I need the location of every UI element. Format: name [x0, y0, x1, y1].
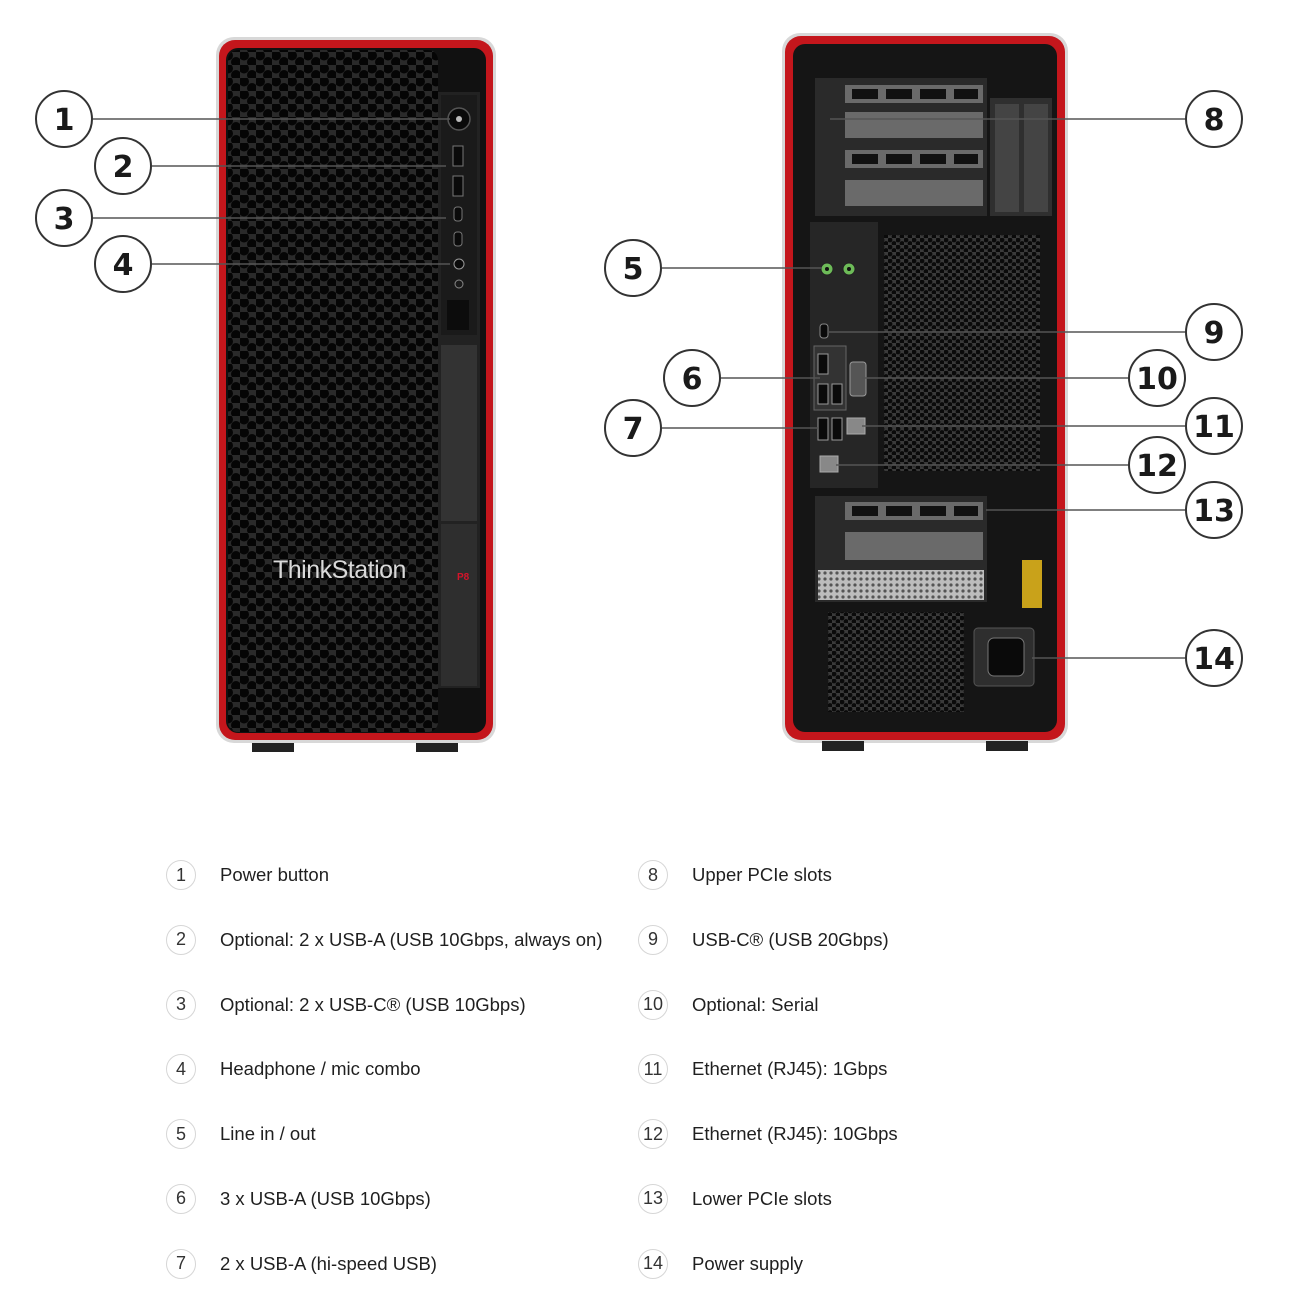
legend-item: 12 Ethernet (RJ45): 10Gbps — [638, 1119, 1158, 1184]
back-view — [782, 33, 1068, 751]
callout-12: 12 — [1128, 436, 1186, 494]
legend-item: 4 Headphone / mic combo — [166, 1054, 686, 1119]
callouts: 1 2 3 4 5 6 7 8 — [35, 90, 1243, 687]
callout-3: 3 — [35, 189, 93, 247]
legend-label: USB-C® (USB 20Gbps) — [692, 928, 889, 950]
back-usb-a-port — [817, 383, 829, 405]
callout-10: 10 — [1128, 349, 1186, 407]
legend-item: 1 Power button — [166, 860, 686, 925]
legend-label: Line in / out — [220, 1123, 316, 1145]
callout-label: 11 — [1193, 410, 1235, 445]
front-usb-a-port — [452, 175, 464, 197]
callout-label: 6 — [682, 362, 703, 397]
callout-label: 13 — [1193, 494, 1235, 529]
callout-label: 12 — [1136, 449, 1178, 484]
back-usb-a-port — [817, 353, 829, 375]
callout-8: 8 — [1185, 90, 1243, 148]
legend-item: 3 Optional: 2 x USB-C® (USB 10Gbps) — [166, 989, 686, 1055]
legend-number: 13 — [638, 1183, 668, 1214]
callout-13: 13 — [1185, 481, 1243, 539]
front-brand-text: ThinkStation — [273, 556, 406, 584]
callout-1: 1 — [35, 90, 93, 148]
front-usb-c-port — [453, 206, 463, 222]
callout-label: 2 — [113, 150, 134, 185]
diagram: ThinkStation P8 — [35, 33, 1243, 752]
callout-label: 5 — [623, 252, 644, 287]
legend-number: 6 — [166, 1183, 196, 1214]
front-usb-a-port — [452, 145, 464, 167]
legend-number: 3 — [166, 989, 196, 1020]
back-usb-a-port — [831, 417, 843, 441]
legend-number: 12 — [638, 1119, 668, 1150]
legend-number: 8 — [638, 860, 668, 890]
back-vent — [884, 235, 1040, 471]
legend-item: 9 USB-C® (USB 20Gbps) — [638, 924, 1158, 990]
callout-label: 10 — [1136, 362, 1178, 397]
front-grille — [228, 50, 438, 732]
callout-4: 4 — [94, 235, 152, 293]
legend-item: 7 2 x USB-A (hi-speed USB) — [166, 1248, 686, 1314]
legend-item: 10 Optional: Serial — [638, 989, 1158, 1055]
legend-number: 9 — [638, 924, 668, 955]
legend-item: 5 Line in / out — [166, 1119, 686, 1184]
legend-number: 14 — [638, 1248, 668, 1279]
legend-label: 2 x USB-A (hi-speed USB) — [220, 1252, 437, 1274]
legend-label: Headphone / mic combo — [220, 1058, 421, 1080]
legend-number: 11 — [638, 1054, 668, 1085]
callout-9: 9 — [1185, 303, 1243, 361]
legend-number: 1 — [166, 860, 196, 890]
callout-5: 5 — [604, 239, 662, 297]
legend-item: 14 Power supply — [638, 1248, 1158, 1314]
callout-label: 8 — [1204, 103, 1225, 138]
callout-7: 7 — [604, 399, 662, 457]
back-usb-c-port — [819, 323, 829, 339]
legend-label: Ethernet (RJ45): 10Gbps — [692, 1123, 898, 1145]
back-usb-a-port — [817, 417, 829, 441]
legend-number: 7 — [166, 1248, 196, 1279]
front-usb-c-port — [453, 231, 463, 247]
legend-label: Upper PCIe slots — [692, 864, 832, 885]
back-ethernet-10g — [819, 455, 839, 473]
legend-label: Lower PCIe slots — [692, 1187, 832, 1209]
legend-label: Optional: 2 x USB-A (USB 10Gbps, always … — [220, 928, 603, 950]
callout-6: 6 — [663, 349, 721, 407]
legend-number: 5 — [166, 1119, 196, 1150]
legend-item: 13 Lower PCIe slots — [638, 1183, 1158, 1249]
legend-label: 3 x USB-A (USB 10Gbps) — [220, 1187, 431, 1209]
legend-right-column: 8 Upper PCIe slots 9 USB-C® (USB 20Gbps)… — [638, 860, 1158, 1314]
front-view: ThinkStation P8 — [216, 37, 496, 752]
callout-11: 11 — [1185, 397, 1243, 455]
legend-label: Optional: 2 x USB-C® (USB 10Gbps) — [220, 993, 526, 1015]
back-serial-port — [849, 361, 867, 397]
callout-label: 7 — [623, 412, 644, 447]
legend-number: 10 — [638, 989, 668, 1020]
callout-label: 1 — [54, 103, 75, 138]
callout-label: 14 — [1193, 642, 1235, 677]
front-model-badge: P8 — [457, 572, 470, 583]
front-audio-jack — [453, 258, 465, 270]
legend-left-column: 1 Power button 2 Optional: 2 x USB-A (US… — [166, 860, 686, 1314]
callout-label: 4 — [113, 248, 134, 283]
back-usb-a-port — [831, 383, 843, 405]
legend-item: 11 Ethernet (RJ45): 1Gbps — [638, 1054, 1158, 1119]
callout-label: 3 — [54, 202, 75, 237]
legend-item: 8 Upper PCIe slots — [638, 860, 1158, 925]
legend-label: Ethernet (RJ45): 1Gbps — [692, 1058, 888, 1080]
legend-number: 4 — [166, 1054, 196, 1085]
callout-label: 9 — [1204, 316, 1225, 351]
callout-2: 2 — [94, 137, 152, 195]
legend-number: 2 — [166, 924, 196, 955]
legend-item: 2 Optional: 2 x USB-A (USB 10Gbps, alway… — [166, 924, 686, 990]
leader-lines — [93, 118, 1186, 659]
callout-14: 14 — [1185, 629, 1243, 687]
legend-item: 6 3 x USB-A (USB 10Gbps) — [166, 1183, 686, 1249]
legend-label: Power button — [220, 864, 330, 885]
legend-label: Optional: Serial — [692, 993, 819, 1015]
legend-label: Power supply — [692, 1252, 804, 1274]
